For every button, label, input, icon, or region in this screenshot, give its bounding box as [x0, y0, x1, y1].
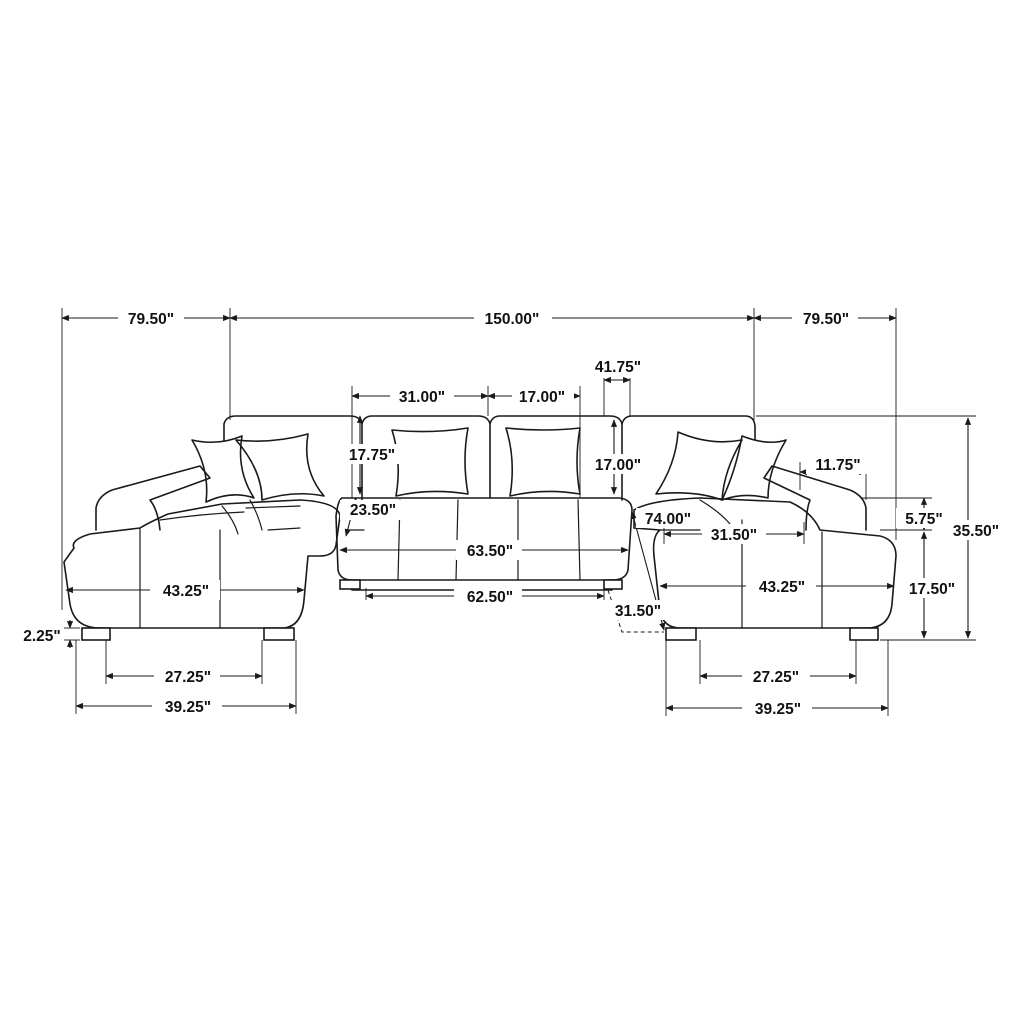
left-front-leg — [81, 627, 111, 641]
pillow-right-1 — [655, 431, 743, 501]
label-back-height-right: 17.00" — [595, 457, 641, 474]
label-left-seat-length: 43.25" — [163, 583, 209, 600]
label-center-pillow: 17.00" — [519, 389, 565, 406]
label-right-leg-span: 27.25" — [753, 669, 799, 686]
label-center-seat-depth: 23.50" — [350, 502, 396, 519]
pillow-center-2 — [505, 427, 581, 497]
label-arm-height: 5.75" — [905, 511, 943, 528]
right-front-leg — [665, 627, 697, 641]
label-overall-width: 150.00" — [485, 311, 540, 328]
label-corner-base-depth: 31.50" — [615, 603, 661, 620]
label-left-leg-span: 27.25" — [165, 669, 211, 686]
left-arm — [95, 465, 211, 531]
pillow-left-2 — [235, 433, 325, 501]
pillow-right-2 — [721, 435, 787, 501]
label-center-back-cushion: 31.00" — [399, 389, 445, 406]
label-center-base-width: 62.50" — [467, 589, 513, 606]
label-right-chaise-width: 39.25" — [755, 701, 801, 718]
label-right-chaise-depth: 79.50" — [803, 311, 849, 328]
pillow-left-1 — [191, 435, 255, 503]
label-right-seat-width: 31.50" — [711, 527, 757, 544]
left-back-leg — [263, 627, 295, 641]
label-back-width: 41.75" — [595, 359, 641, 376]
dimension-labels: 79.50" 150.00" 79.50" 41.75" 31.00" 17.0… — [23, 308, 1008, 718]
label-leg-height: 2.25" — [23, 628, 61, 645]
label-center-inner-width: 63.50" — [467, 543, 513, 560]
sofa-drawing — [63, 415, 897, 641]
label-corner-depth: 74.00" — [645, 511, 691, 528]
label-back-height-left: 17.75" — [349, 447, 395, 464]
label-seat-height: 17.50" — [909, 581, 955, 598]
label-right-seat-length: 43.25" — [759, 579, 805, 596]
center-back-panel — [223, 415, 756, 501]
label-left-chaise-depth: 79.50" — [128, 311, 174, 328]
dimension-lines — [61, 308, 976, 716]
right-back-leg — [849, 627, 879, 641]
pillow-center-1 — [391, 427, 469, 497]
label-overall-height: 35.50" — [953, 523, 999, 540]
label-arm-width: 11.75" — [815, 457, 860, 474]
label-left-chaise-width: 39.25" — [165, 699, 211, 716]
left-chaise-seat — [63, 499, 341, 629]
right-arm — [763, 465, 867, 531]
